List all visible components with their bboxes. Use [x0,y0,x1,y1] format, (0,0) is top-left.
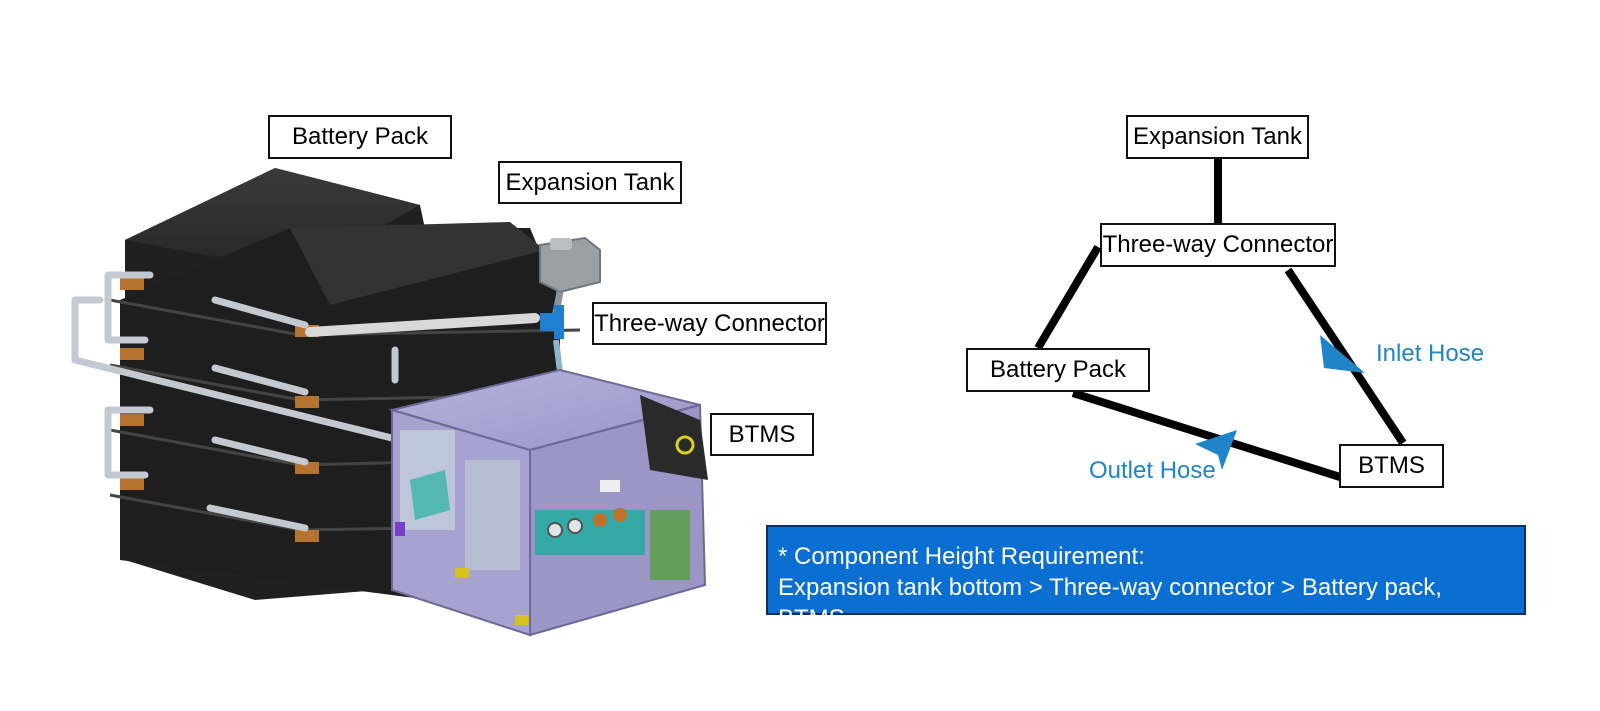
outlet-hose-label: Outlet Hose [1089,457,1216,484]
cooling-pipes [71,271,404,564]
btms-model [388,368,708,637]
render-label-three-way-connector: Three-way Connector [592,302,827,345]
note-requirement: Expansion tank bottom > Three-way connec… [778,574,1442,632]
render-label-expansion-tank: Expansion Tank [498,161,682,204]
height-requirement-note: * Component Height Requirement: Expansio… [766,525,1526,632]
three-way-connector-model [540,305,564,373]
connector-hose [305,313,540,337]
schematic-node-expansion-tank: Expansion Tank [1126,115,1309,159]
render-label-btms: BTMS [710,413,814,456]
schematic-node-btms: BTMS [1339,444,1444,488]
render-label-battery-pack: Battery Pack [268,115,452,159]
inlet-hose-line [1284,267,1407,446]
outlet-flow-arrow [1195,430,1237,470]
note-heading: * Component Height Requirement: [778,543,1145,570]
inlet-hose-label: Inlet Hose [1376,340,1485,367]
outlet-hose-line [1071,389,1342,481]
connector-to-battery-line [1034,244,1102,351]
schematic-node-three-way-connector: Three-way Connector [1100,223,1336,267]
schematic-node-battery-pack: Battery Pack [966,348,1150,392]
inlet-flow-arrow [1320,335,1365,373]
battery-system-render [71,168,708,637]
